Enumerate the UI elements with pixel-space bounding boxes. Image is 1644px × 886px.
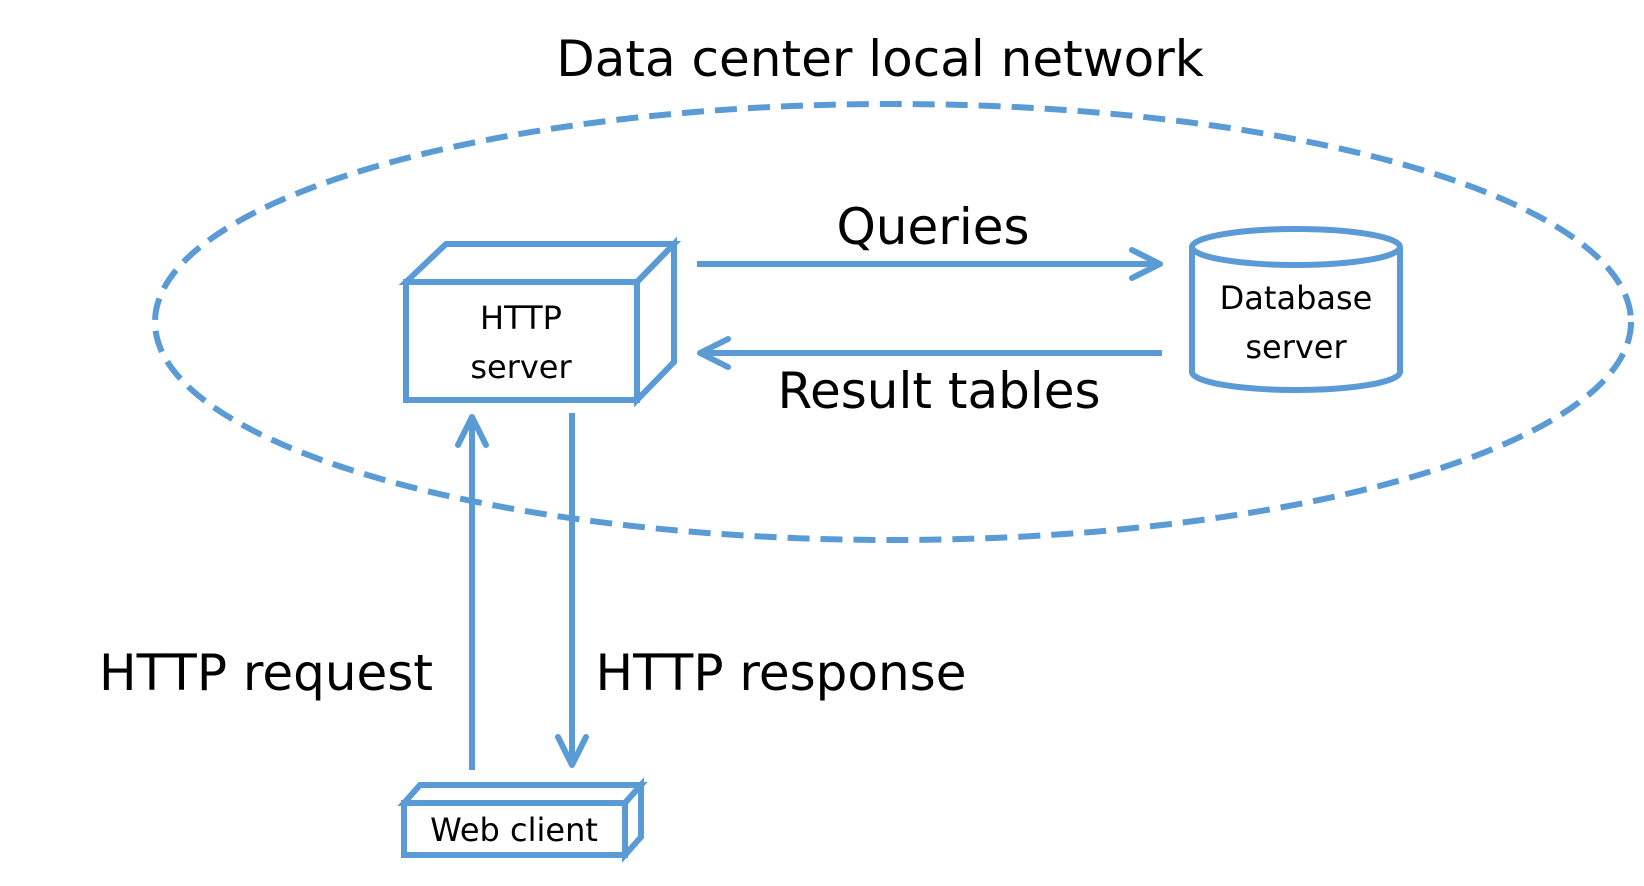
result-tables-arrow-head	[697, 336, 731, 370]
http-request-arrow	[455, 414, 489, 770]
queries-arrow	[697, 247, 1163, 281]
http-response-arrow	[555, 413, 589, 768]
database-server-node: Database server	[1189, 226, 1403, 393]
http-server-label-line1: HTTP	[480, 299, 562, 337]
http-server-label-line2: server	[470, 348, 572, 386]
result-tables-arrow	[697, 336, 1162, 370]
http-server-top-face	[398, 241, 682, 285]
http-response-arrow-head	[555, 734, 589, 768]
http-server-front-face	[403, 279, 640, 403]
result-tables-label: Result tables	[777, 362, 1100, 420]
database-server-label-line1: Database	[1220, 279, 1373, 317]
http-request-label: HTTP request	[99, 644, 433, 702]
web-client-label: Web client	[430, 811, 598, 849]
queries-arrow-head	[1129, 247, 1163, 281]
network-title: Data center local network	[556, 30, 1204, 88]
web-client-node: Web client	[397, 777, 648, 863]
network-boundary	[152, 101, 1634, 543]
web-client-front-face	[401, 800, 628, 858]
database-body	[1189, 247, 1403, 393]
database-server-label-line2: server	[1245, 328, 1347, 366]
http-server-node: HTTP server	[398, 236, 682, 408]
http-response-label: HTTP response	[596, 644, 967, 702]
database-top	[1189, 226, 1403, 268]
queries-label: Queries	[836, 198, 1029, 256]
http-request-arrow-head	[455, 414, 489, 448]
